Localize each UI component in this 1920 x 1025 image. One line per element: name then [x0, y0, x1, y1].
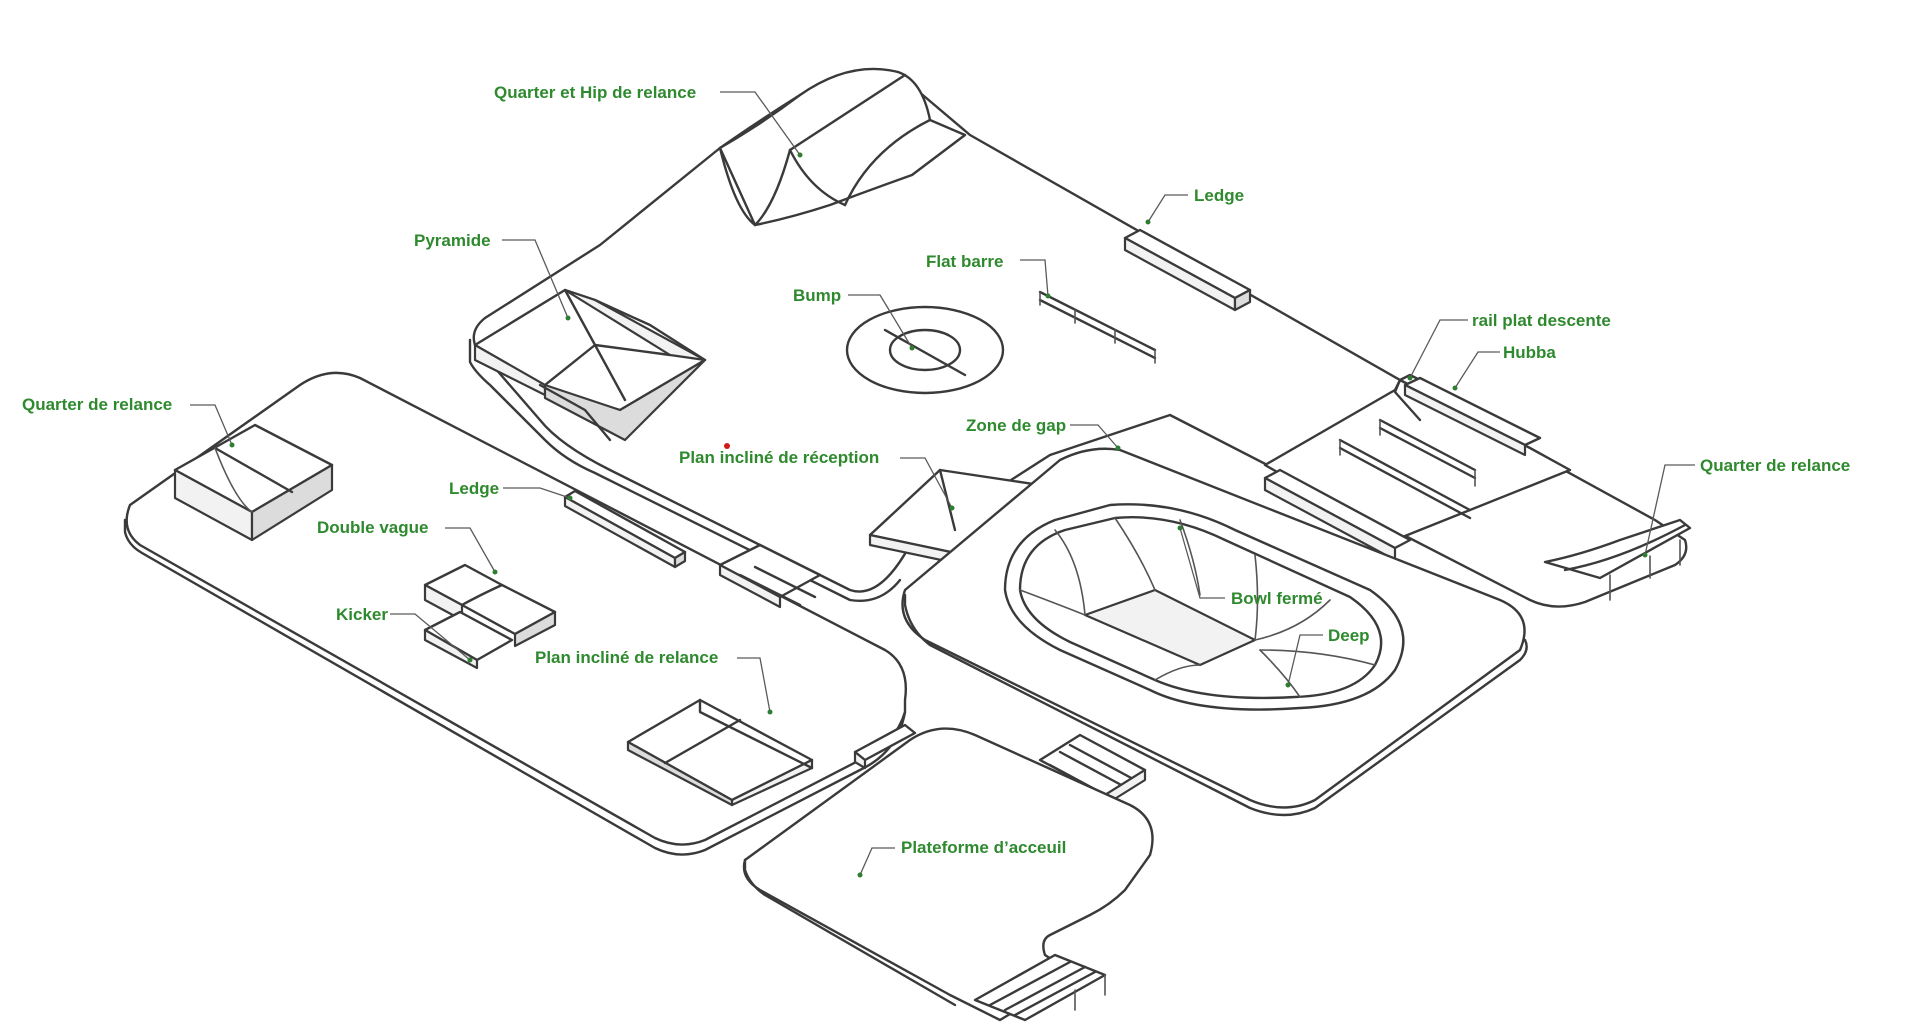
label-ledge-left: Ledge [449, 479, 499, 498]
leader-lines [190, 91, 1695, 878]
quarter-hip-ramp [718, 67, 967, 227]
label-pyramide: Pyramide [414, 231, 491, 250]
label-plateforme-accueil: Plateforme d’acceuil [901, 838, 1066, 857]
label-zone-gap: Zone de gap [966, 416, 1066, 435]
double-vague-kicker [423, 563, 557, 670]
flat-barre [1038, 290, 1157, 364]
labels: Quarter et Hip de relance Ledge Pyramide… [22, 83, 1850, 857]
hubba-rail-zone [1263, 373, 1572, 562]
bowl-ferme [1003, 503, 1405, 711]
label-deep: Deep [1328, 626, 1370, 645]
label-kicker: Kicker [336, 605, 388, 624]
label-plan-incline-reception: Plan incliné de réception [679, 448, 879, 467]
pyramide [473, 288, 707, 442]
top-ledge [1123, 228, 1252, 312]
label-ledge-top: Ledge [1194, 186, 1244, 205]
label-hubba: Hubba [1503, 343, 1556, 362]
label-flat-barre: Flat barre [926, 252, 1003, 271]
bump [845, 305, 1005, 395]
left-connector-steps [853, 723, 917, 770]
entry-steps [973, 953, 1107, 1022]
label-rail-plat-descente: rail plat descente [1472, 311, 1611, 330]
label-quarter-relance-left: Quarter de relance [22, 395, 172, 414]
left-ledge [563, 489, 687, 569]
label-quarter-hip: Quarter et Hip de relance [494, 83, 696, 102]
plan-incline-relance-ramp [626, 698, 814, 807]
left-quarter-ramp [173, 423, 334, 542]
label-plan-incline-relance: Plan incliné de relance [535, 648, 718, 667]
label-double-vague: Double vague [317, 518, 428, 537]
top-steps [718, 543, 822, 609]
right-quarter-ramp [1543, 518, 1692, 601]
label-bowl-ferme: Bowl fermé [1231, 589, 1323, 608]
label-quarter-relance-right: Quarter de relance [1700, 456, 1850, 475]
front-platform [742, 727, 1154, 1022]
label-bump: Bump [793, 286, 841, 305]
